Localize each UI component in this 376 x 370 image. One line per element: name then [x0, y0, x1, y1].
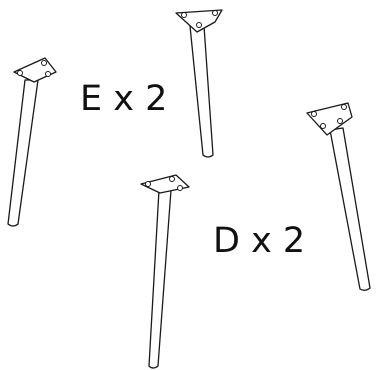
mounting-plate	[306, 102, 353, 136]
label-e-quantity: E x 2	[80, 79, 167, 119]
leg-d-center	[140, 174, 190, 369]
leg-shaft	[148, 189, 172, 369]
leg-d-right	[306, 102, 371, 291]
screw-hole	[341, 104, 347, 110]
mounting-plate	[140, 174, 190, 194]
screw-hole	[320, 123, 326, 129]
screw-hole	[311, 111, 317, 117]
screw-hole	[181, 12, 187, 18]
screw-hole	[212, 10, 218, 16]
screw-hole	[169, 176, 175, 182]
screw-hole	[17, 70, 23, 76]
screw-hole	[41, 60, 47, 66]
label-d-quantity: D x 2	[213, 221, 305, 261]
leg-e-center	[175, 9, 223, 158]
screw-hole	[145, 181, 151, 187]
mounting-plate	[175, 9, 223, 33]
screw-hole	[177, 185, 183, 191]
mounting-plate	[13, 57, 57, 83]
screw-hole	[196, 22, 202, 28]
leg-shaft	[7, 79, 39, 227]
screw-hole	[45, 71, 51, 77]
leg-e-left	[7, 57, 57, 227]
leg-shaft	[329, 127, 371, 291]
screw-hole	[337, 118, 343, 124]
leg-shaft	[189, 25, 214, 158]
